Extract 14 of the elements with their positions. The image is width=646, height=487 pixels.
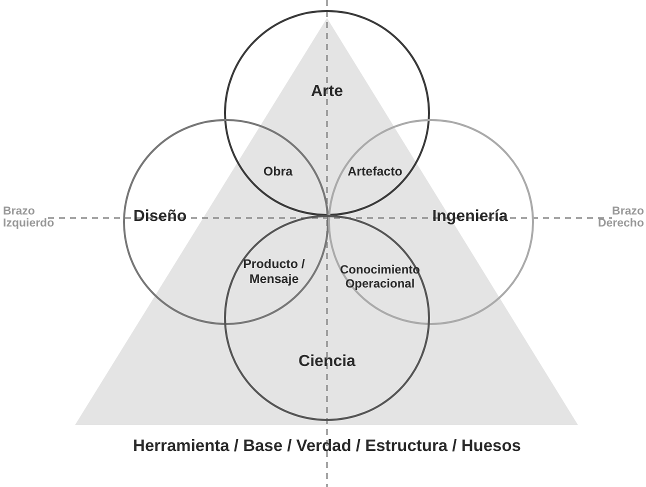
venn-circle [328,119,534,325]
intersection-label: Obra [262,164,294,180]
venn-circle [224,215,430,421]
intersection-label: Producto / Mensaje [242,257,306,287]
axis-label: Brazo Derecho [596,206,644,230]
circle-label: Ciencia [298,353,356,371]
venn-circle [224,10,430,216]
circle-label: Arte [311,83,343,101]
base-caption: Herramienta / Base / Verdad / Estructura / Huesos [132,437,522,457]
axis-label: Brazo Izquierdo [3,206,56,230]
venn-circle [123,119,329,325]
circle-label: Ingeniería [432,208,508,226]
intersection-label: Artefacto [346,164,404,180]
circle-label: Diseño [133,208,187,226]
